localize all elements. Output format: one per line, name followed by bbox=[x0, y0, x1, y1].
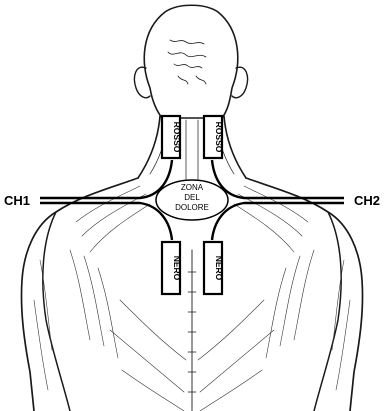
pain-zone-label-line1: ZONA bbox=[181, 183, 204, 192]
right-arm bbox=[314, 212, 341, 411]
channel-label-ch2: CH2 bbox=[354, 193, 380, 208]
electrode-top-left-label: ROSSO bbox=[172, 122, 182, 153]
pain-zone-label-line2: DEL bbox=[184, 193, 200, 202]
electrode-bottom-left-label: NERO bbox=[172, 256, 182, 281]
pain-zone: ZONA DEL DOLORE bbox=[156, 180, 228, 220]
electrode-top-right: ROSSO bbox=[204, 116, 224, 158]
hair-hatching bbox=[168, 40, 206, 84]
electrode-bottom-left: NERO bbox=[162, 242, 182, 294]
ch1-wire-lower bbox=[40, 203, 172, 240]
electrode-bottom-right-label: NERO bbox=[214, 256, 224, 281]
neck-outline bbox=[138, 116, 246, 178]
ch2-wire-upper bbox=[212, 160, 344, 198]
pain-zone-label-line3: DOLORE bbox=[175, 203, 209, 212]
electrode-top-right-label: ROSSO bbox=[214, 122, 224, 153]
channel-label-ch1: CH1 bbox=[4, 193, 30, 208]
head-outline bbox=[144, 5, 237, 118]
electrode-top-left: ROSSO bbox=[162, 116, 182, 158]
electrode-bottom-right: NERO bbox=[204, 242, 224, 294]
ch2-wire-lower bbox=[212, 203, 344, 240]
ch1-wire-upper bbox=[40, 160, 172, 198]
left-arm bbox=[43, 212, 70, 411]
